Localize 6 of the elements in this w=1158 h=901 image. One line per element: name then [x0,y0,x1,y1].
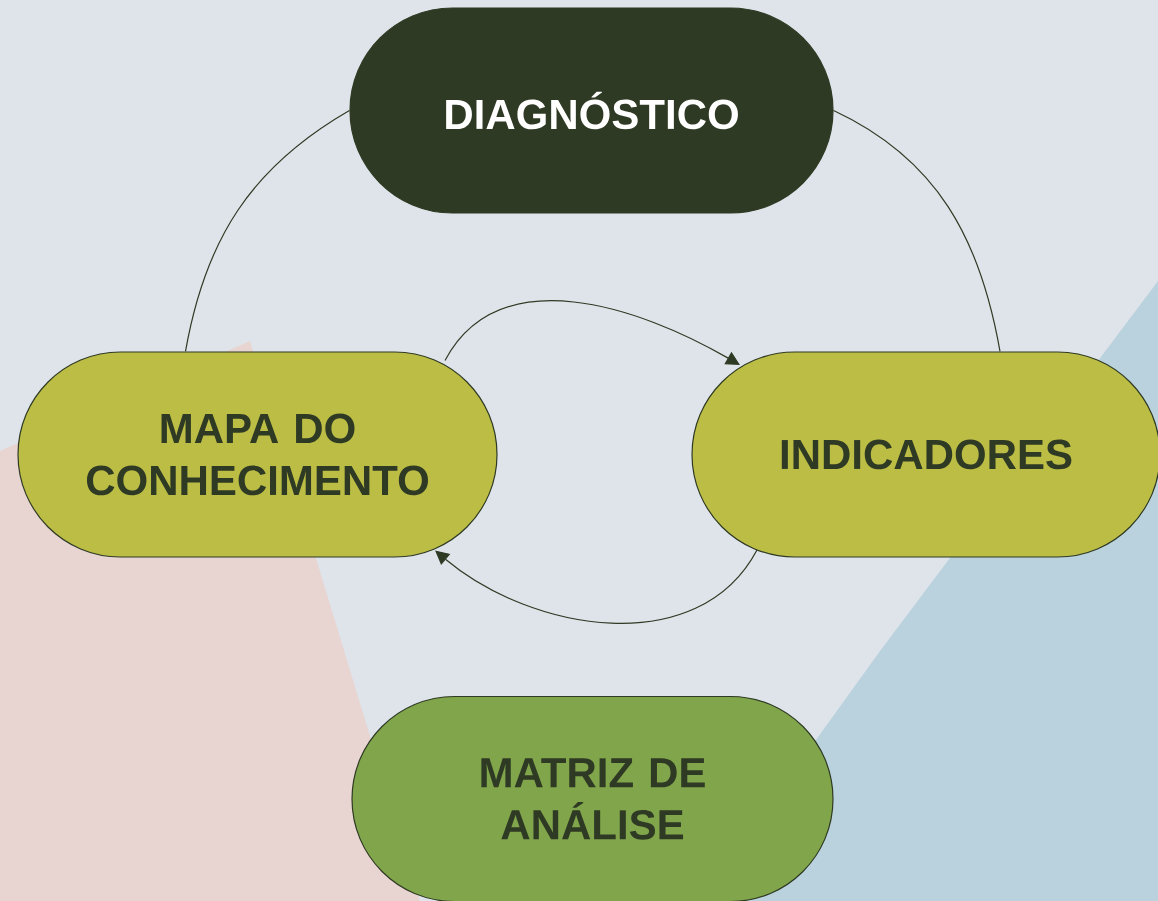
arrow [444,300,740,365]
process-pill: INDICADORES [691,351,1158,558]
arrow [435,549,758,624]
process-pill: MATRIZ DE ANÁLISE [351,695,834,901]
process-pill: DIAGNÓSTICO [349,7,834,214]
process-pill: MAPA DO CONHECIMENTO [17,351,498,558]
